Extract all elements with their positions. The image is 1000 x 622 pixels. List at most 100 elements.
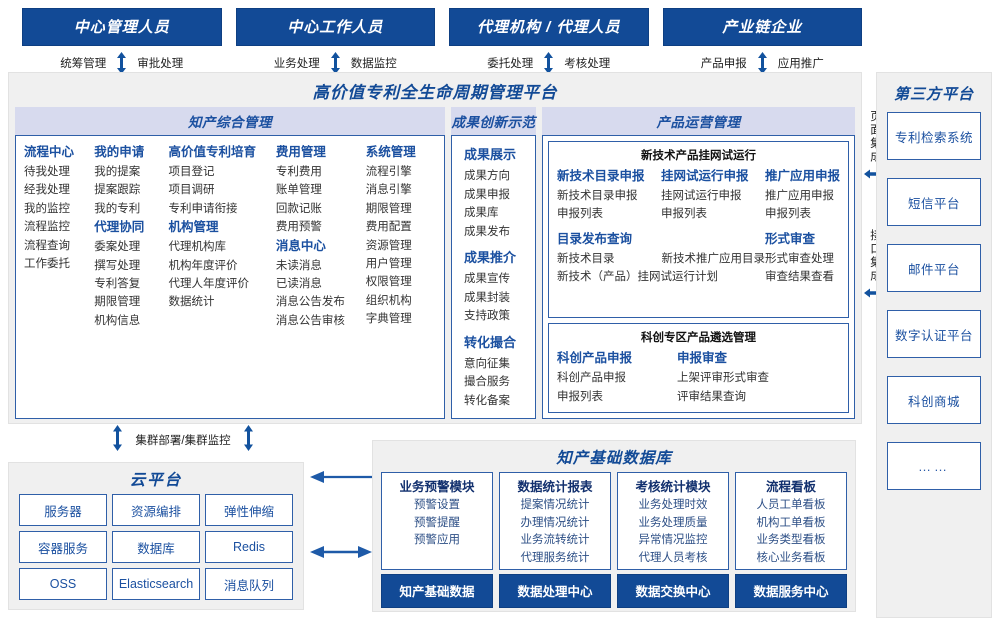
menu-item[interactable]: 回款记账 bbox=[275, 202, 322, 215]
db-card-item[interactable]: 核心业务看板 bbox=[756, 551, 826, 564]
role-title-1[interactable]: 中心工作人员 bbox=[235, 8, 435, 46]
menu-item[interactable]: 已读消息 bbox=[275, 278, 322, 291]
db-foot-3[interactable]: 数据服务中心 bbox=[735, 574, 847, 608]
group-head[interactable]: 代理协同 bbox=[94, 220, 145, 235]
third-party-item-3[interactable]: 数字认证平台 bbox=[887, 310, 981, 358]
menu-item[interactable]: 成果发布 bbox=[464, 225, 510, 238]
menu-item[interactable]: 推广应用申报 bbox=[764, 190, 834, 202]
menu-item[interactable]: 未读消息 bbox=[275, 259, 322, 272]
db-card-item[interactable]: 提案情况统计 bbox=[520, 499, 590, 511]
group-head[interactable]: 科创产品申报 bbox=[556, 351, 632, 366]
db-card-item[interactable]: 业务处理质量 bbox=[638, 516, 708, 529]
third-party-item-0[interactable]: 专利检索系统 bbox=[887, 112, 981, 160]
menu-item[interactable]: 我的提案 bbox=[94, 166, 141, 178]
menu-item[interactable]: 审查结果查看 bbox=[764, 271, 834, 284]
cloud-cell-2[interactable]: 弹性伸缩 bbox=[205, 494, 293, 526]
menu-item[interactable]: 申报列表 bbox=[556, 208, 603, 221]
menu-item[interactable]: 成果封装 bbox=[464, 291, 510, 304]
menu-item[interactable]: 成果库 bbox=[464, 207, 499, 219]
group-head[interactable]: 挂网试运行申报 bbox=[660, 169, 749, 183]
menu-item[interactable]: 代理人年度评价 bbox=[168, 278, 250, 291]
menu-item[interactable]: 科创产品申报 bbox=[556, 372, 626, 385]
db-card-item[interactable]: 业务处理时效 bbox=[638, 499, 708, 511]
group-head[interactable]: 成果展示 bbox=[464, 147, 517, 162]
role-title-3[interactable]: 产业链企业 bbox=[662, 8, 862, 46]
db-card-item[interactable]: 代理人员考核 bbox=[638, 551, 708, 564]
menu-item[interactable]: 期限管理 bbox=[94, 296, 141, 309]
group-head[interactable]: 消息中心 bbox=[275, 238, 326, 253]
cloud-cell-7[interactable]: Elasticsearch bbox=[112, 568, 200, 600]
group-head[interactable]: 成果推介 bbox=[464, 250, 517, 265]
group-head[interactable]: 我的申请 bbox=[94, 145, 145, 159]
menu-item[interactable]: 消息公告审核 bbox=[275, 314, 345, 327]
menu-item[interactable]: 专利申请衔接 bbox=[168, 202, 238, 215]
group-head[interactable]: 新技术目录申报 bbox=[556, 169, 645, 183]
db-card-item[interactable]: 预警提醒 bbox=[414, 516, 460, 529]
menu-item[interactable]: 字典管理 bbox=[365, 313, 412, 326]
menu-item[interactable]: 项目调研 bbox=[168, 184, 215, 197]
db-card-item[interactable]: 预警设置 bbox=[414, 499, 460, 511]
db-card-item[interactable]: 异常情况监控 bbox=[638, 534, 708, 547]
menu-item[interactable]: 流程查询 bbox=[24, 239, 70, 252]
group-head[interactable]: 流程中心 bbox=[24, 145, 75, 159]
db-card-item[interactable]: 业务类型看板 bbox=[756, 534, 826, 547]
menu-item[interactable]: 用户管理 bbox=[365, 258, 412, 271]
menu-item[interactable]: 新技术（产品）挂网试运行计划 bbox=[556, 271, 718, 284]
menu-item[interactable]: 形式审查处理 bbox=[764, 252, 834, 265]
menu-item[interactable]: 账单管理 bbox=[275, 184, 322, 197]
db-foot-2[interactable]: 数据交换中心 bbox=[617, 574, 729, 608]
db-card-item[interactable]: 代理服务统计 bbox=[520, 551, 590, 564]
menu-item[interactable]: 专利答复 bbox=[94, 278, 141, 291]
menu-item[interactable]: 新技术目录 bbox=[556, 252, 615, 265]
menu-item[interactable]: 支持政策 bbox=[464, 310, 510, 322]
menu-item[interactable]: 申报列表 bbox=[660, 208, 707, 221]
menu-item[interactable]: 撰写处理 bbox=[94, 259, 141, 272]
menu-item[interactable]: 流程引擎 bbox=[365, 166, 412, 178]
menu-item[interactable]: 撮合服务 bbox=[464, 376, 510, 388]
menu-item[interactable]: 申报列表 bbox=[556, 390, 603, 403]
third-party-item-4[interactable]: 科创商城 bbox=[887, 376, 981, 424]
menu-item[interactable]: 代理机构库 bbox=[168, 241, 227, 254]
menu-item[interactable]: 新技术目录申报 bbox=[556, 190, 638, 202]
menu-item[interactable]: 权限管理 bbox=[365, 276, 412, 289]
menu-item[interactable]: 成果方向 bbox=[464, 170, 510, 182]
group-head[interactable]: 形式审查 bbox=[764, 231, 815, 246]
group-head[interactable]: 机构管理 bbox=[168, 220, 219, 235]
menu-item[interactable]: 我的专利 bbox=[94, 202, 141, 215]
menu-item[interactable]: 上架评审形式审查 bbox=[676, 372, 769, 385]
menu-item[interactable]: 申报列表 bbox=[764, 208, 811, 221]
cloud-cell-1[interactable]: 资源编排 bbox=[112, 494, 200, 526]
db-card-item[interactable]: 预警应用 bbox=[414, 534, 460, 547]
cloud-cell-0[interactable]: 服务器 bbox=[19, 494, 107, 526]
menu-item[interactable]: 评审结果查询 bbox=[676, 390, 746, 403]
menu-item[interactable]: 挂网试运行申报 bbox=[660, 190, 742, 202]
menu-item[interactable]: 经我处理 bbox=[24, 184, 70, 197]
menu-item[interactable]: 机构信息 bbox=[94, 314, 141, 327]
menu-item[interactable]: 消息公告发布 bbox=[275, 296, 345, 309]
menu-item[interactable]: 期限管理 bbox=[365, 202, 412, 215]
cloud-cell-4[interactable]: 数据库 bbox=[112, 531, 200, 563]
menu-item[interactable]: 成果宣传 bbox=[464, 273, 510, 285]
menu-item[interactable]: 我的监控 bbox=[24, 202, 70, 215]
menu-item[interactable]: 机构年度评价 bbox=[168, 259, 238, 272]
menu-item[interactable]: 数据统计 bbox=[168, 296, 215, 309]
role-title-2[interactable]: 代理机构 / 代理人员 bbox=[449, 8, 649, 46]
third-party-item-2[interactable]: 邮件平台 bbox=[887, 244, 981, 292]
menu-item[interactable]: 提案跟踪 bbox=[94, 184, 141, 197]
menu-item[interactable]: 流程监控 bbox=[24, 221, 70, 234]
menu-item[interactable]: 费用配置 bbox=[365, 221, 412, 234]
group-head[interactable]: 申报审查 bbox=[676, 351, 727, 366]
menu-item[interactable]: 新技术推广应用目录 bbox=[661, 252, 765, 265]
third-party-item-5[interactable]: …… bbox=[887, 442, 981, 490]
cloud-cell-5[interactable]: Redis bbox=[205, 531, 293, 563]
group-head[interactable]: 转化撮合 bbox=[464, 334, 517, 350]
third-party-item-1[interactable]: 短信平台 bbox=[887, 178, 981, 226]
db-foot-0[interactable]: 知产基础数据 bbox=[381, 574, 493, 608]
menu-item[interactable]: 消息引擎 bbox=[365, 184, 412, 197]
db-card-item[interactable]: 办理情况统计 bbox=[520, 516, 590, 529]
menu-item[interactable]: 费用预警 bbox=[275, 221, 322, 234]
menu-item[interactable]: 项目登记 bbox=[168, 166, 215, 178]
menu-item[interactable]: 组织机构 bbox=[365, 294, 412, 307]
group-head[interactable]: 费用管理 bbox=[275, 145, 326, 159]
menu-item[interactable]: 意向征集 bbox=[464, 357, 510, 370]
